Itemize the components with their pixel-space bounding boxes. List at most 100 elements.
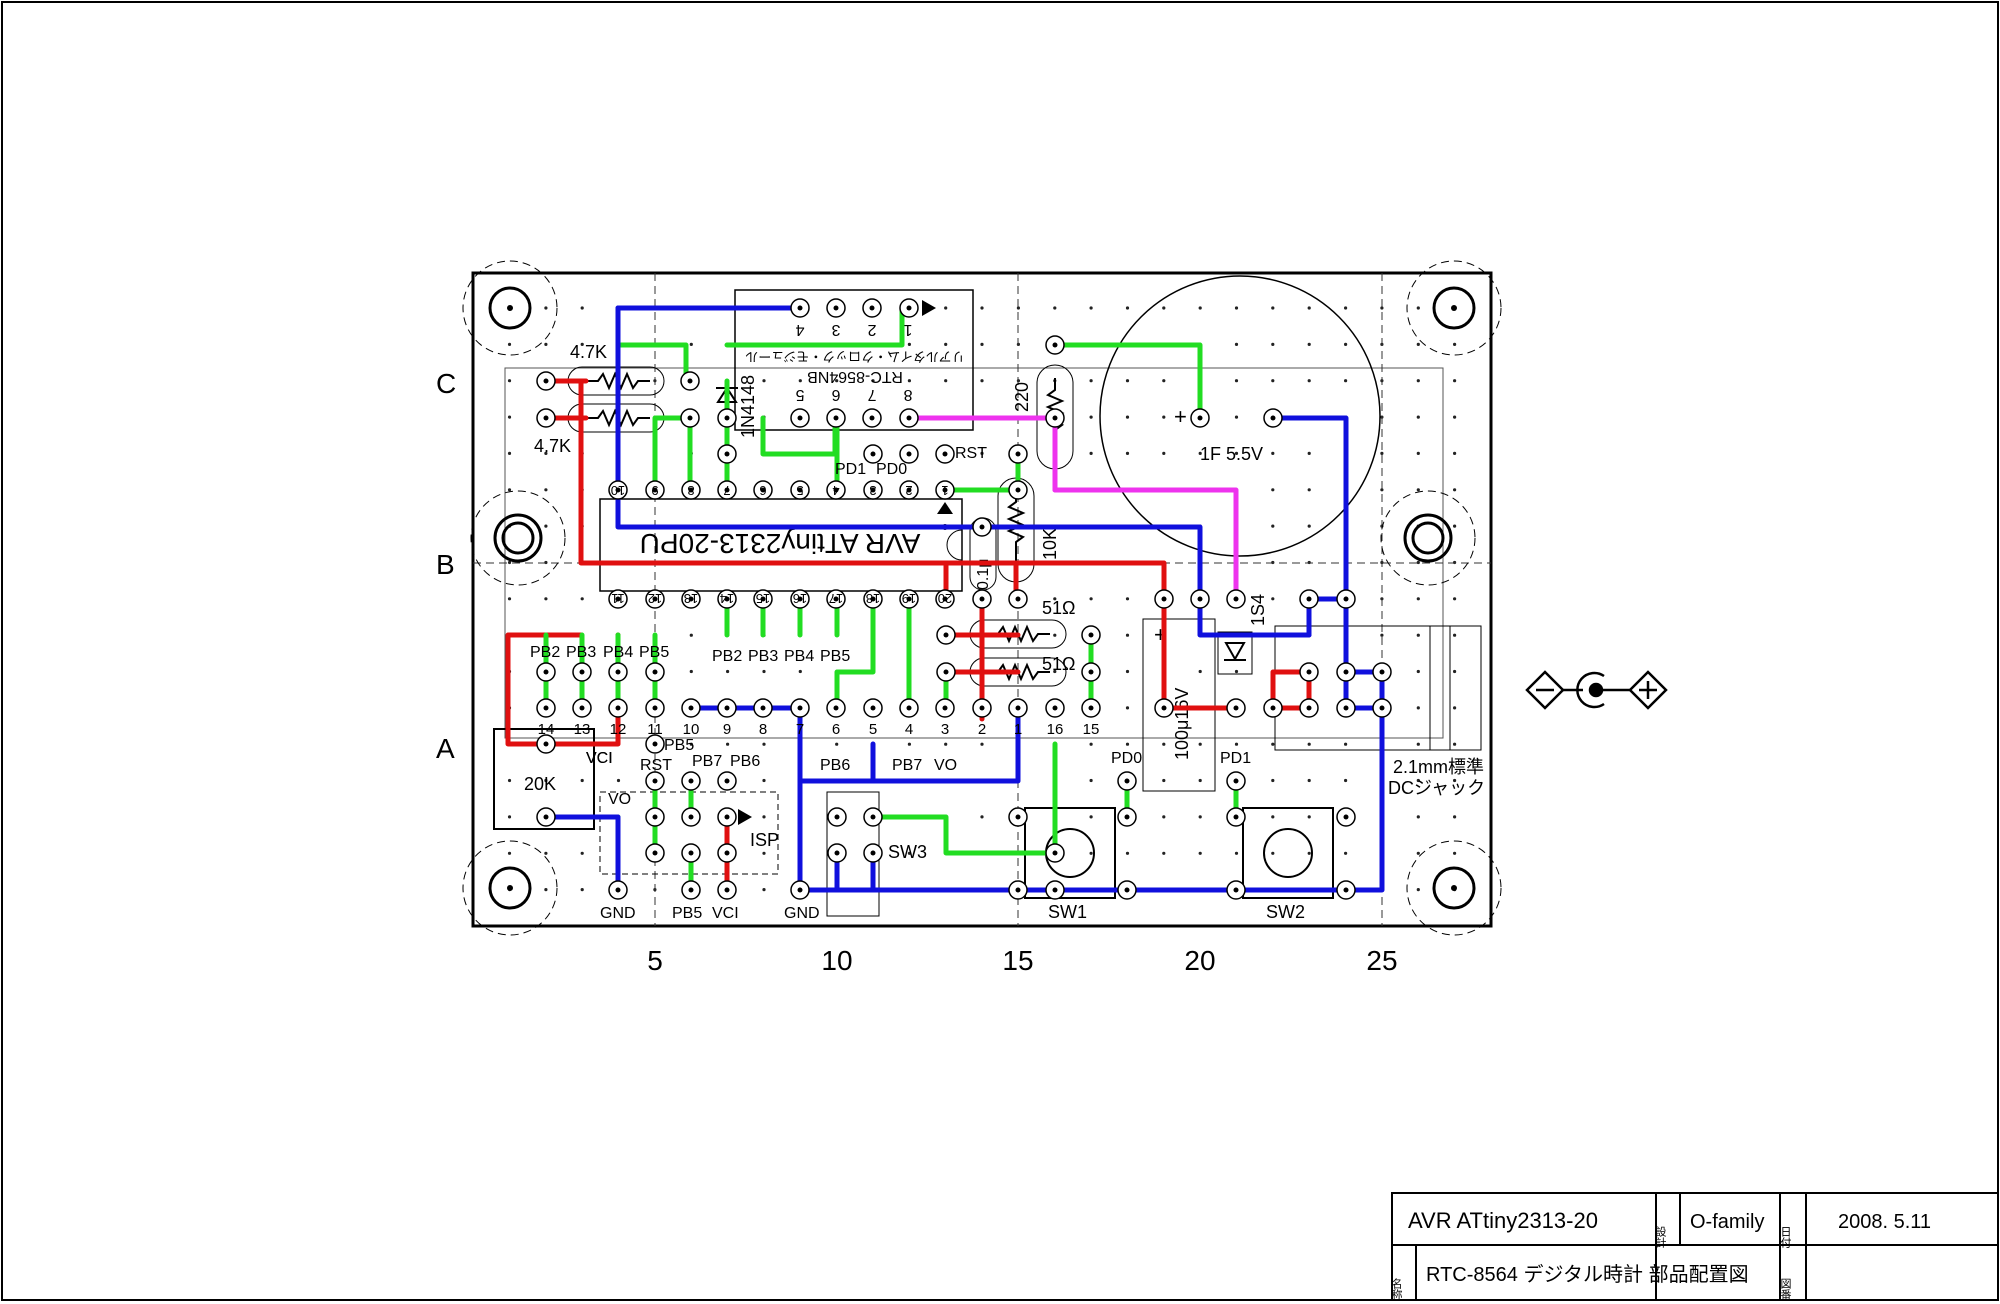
solder-pad-hole	[1052, 887, 1058, 893]
solder-pad-hole	[797, 705, 803, 711]
mcu-signal-labels: PD1 PD0 RST PB2 PB3 PB4 PB5	[712, 445, 987, 665]
solder-pad-hole	[870, 705, 876, 711]
grid-hole	[1162, 742, 1166, 746]
solder-pad-hole	[652, 487, 658, 493]
grid-hole	[1416, 379, 1420, 383]
solder-pad-hole	[1015, 451, 1021, 457]
grid-hole	[1271, 451, 1275, 455]
mcu-label: AVR ATtiny2313-20PU	[640, 528, 921, 559]
board-inner-outline	[504, 367, 1444, 739]
solder-pad-hole	[688, 814, 694, 820]
solder-pad-hole	[1052, 850, 1058, 856]
col-label-5: 5	[647, 945, 663, 976]
switch-signal-labels: PD0 PD1	[1111, 750, 1251, 767]
grid-hole	[1453, 778, 1457, 783]
grid-hole	[1307, 742, 1311, 746]
solder-pad-hole	[760, 705, 766, 711]
rtc-pin1-marker	[922, 300, 936, 316]
solder-pad-hole	[833, 705, 839, 711]
col-label-15: 15	[1002, 945, 1033, 976]
row-label-c: C	[436, 368, 456, 399]
grid-hole	[544, 488, 548, 492]
mount-hole-mid-left	[470, 490, 566, 586]
grid-hole	[1344, 851, 1348, 855]
solder-pad-hole	[760, 596, 766, 602]
grid-hole	[1307, 851, 1311, 855]
solder-pad-hole	[1124, 814, 1130, 820]
solder-pad-hole	[1088, 705, 1094, 711]
solder-pad-hole	[1015, 596, 1021, 602]
grid-hole	[1125, 597, 1130, 601]
solder-pad-hole	[543, 669, 549, 675]
diode-1s4-label: 1S4	[1248, 594, 1268, 626]
isp-signal-labels: VCI VO RST PB7 PB6 GND PB5 VCI GND	[586, 750, 820, 922]
grid-hole	[1162, 379, 1166, 383]
rtc-pin-5: 5	[795, 386, 804, 403]
label-gnd-2: GND	[784, 905, 820, 922]
grid-hole	[1234, 342, 1239, 346]
grid-hole	[1271, 815, 1275, 819]
solder-pad-hole	[797, 305, 803, 311]
resistor-10k: 10K	[997, 477, 1060, 583]
grid-hole	[1234, 415, 1239, 419]
grid-hole	[507, 342, 512, 346]
mounting-holes	[462, 260, 1502, 936]
grid-hole	[1307, 815, 1311, 819]
label-pb2-lcd: PB2	[530, 644, 560, 661]
grid-hole	[1016, 306, 1021, 310]
solder-pad-hole	[688, 887, 694, 893]
mcu-pin-9: 9	[651, 483, 658, 498]
grid-hole	[762, 778, 766, 783]
grid-hole	[1416, 778, 1420, 783]
grid-hole	[1380, 633, 1384, 637]
lcd-pin-11: 11	[647, 721, 663, 738]
solder-pad-hole	[1233, 705, 1239, 711]
solder-pad-hole	[942, 451, 948, 457]
title-date: 2008. 5.11	[1838, 1211, 1931, 1233]
resistor-51-bottom-label: 51Ω	[1042, 654, 1075, 674]
grid-hole	[1234, 306, 1239, 310]
grid-hole	[944, 342, 948, 346]
mcu-pin-8: 8	[687, 483, 694, 498]
grid-hole	[1380, 306, 1384, 310]
grid-hole	[1271, 488, 1275, 492]
grid-hole	[1416, 306, 1420, 310]
solder-pad-hole	[869, 305, 875, 311]
solder-pad-hole	[688, 596, 694, 602]
mcu-pin-12: 12	[648, 591, 662, 606]
supercap-plus: +	[1174, 404, 1187, 429]
grid-hole	[1453, 379, 1457, 383]
solder-pad-hole	[906, 305, 912, 311]
solder-pad-hole	[1088, 669, 1094, 675]
solder-pad-hole	[652, 741, 658, 747]
row-label-a: A	[436, 733, 455, 764]
grid-hole	[1416, 888, 1420, 892]
rtc-pin-2: 2	[867, 321, 876, 338]
grid-hole	[1453, 451, 1457, 455]
grid-hole	[1416, 851, 1420, 855]
label-pb6-lcd: PB6	[820, 757, 850, 774]
solder-pad-hole	[1124, 778, 1130, 784]
grid-hole	[1271, 524, 1275, 528]
grid-hole	[1307, 524, 1311, 528]
grid-hole	[1380, 451, 1384, 455]
lcd-pin-13: 13	[574, 721, 591, 738]
grid-hole	[1453, 597, 1457, 601]
grid-hole	[1453, 342, 1457, 346]
solder-pad-hole	[724, 887, 730, 893]
board-outline	[471, 271, 1493, 928]
label-pb5-lcd: PB5	[639, 644, 669, 661]
grid-hole	[507, 851, 512, 855]
mcu-pin-14: 14	[720, 591, 734, 606]
grid-hole	[580, 342, 584, 346]
dc-jack-label-2: DCジャック	[1388, 778, 1485, 798]
grid-hole	[1234, 851, 1239, 855]
solder-pad-hole	[1343, 887, 1349, 893]
solder-pad-hole	[1088, 632, 1094, 638]
grid-hole	[1089, 306, 1093, 310]
solder-pad-hole	[724, 487, 730, 493]
resistor-4k7-bottom-label: 4.7K	[534, 436, 571, 456]
label-pb5-lcd-bottom: PB5	[664, 737, 694, 754]
solder-pad-hole	[724, 814, 730, 820]
isp-label: ISP	[750, 830, 779, 850]
